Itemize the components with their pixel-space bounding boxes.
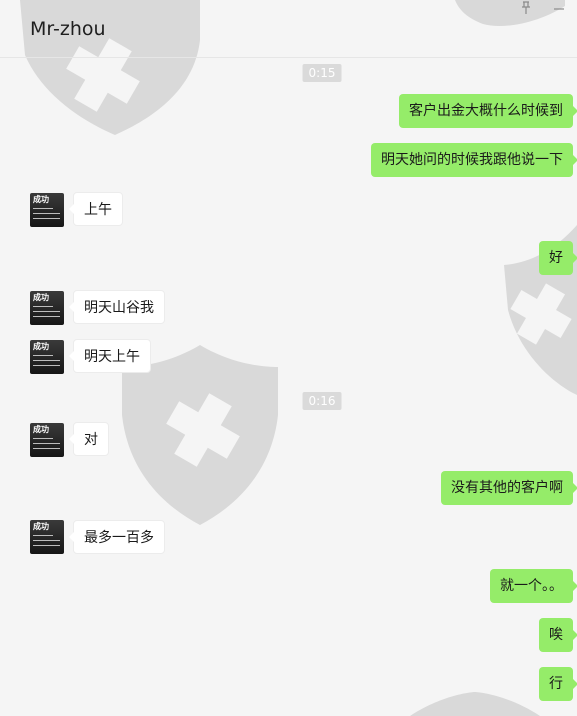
contact-avatar[interactable]: 成功 <box>30 520 64 554</box>
outgoing-message[interactable]: 就一个。。 <box>490 569 577 603</box>
avatar-caption: 成功 <box>33 342 49 351</box>
outgoing-message[interactable]: 没有其他的客户啊 <box>441 471 577 505</box>
contact-avatar[interactable]: 成功 <box>30 340 64 374</box>
avatar-caption: 成功 <box>33 195 49 204</box>
avatar-caption: 成功 <box>33 293 49 302</box>
timestamp-pill: 0:15 <box>302 64 342 82</box>
contact-avatar[interactable]: 成功 <box>30 193 64 227</box>
outgoing-message[interactable]: 唉 <box>539 618 577 652</box>
chat-header: Mr-zhou <box>0 0 577 58</box>
contact-avatar[interactable]: 成功 <box>30 291 64 325</box>
chat-title: Mr-zhou <box>30 18 106 40</box>
timestamp-pill: 0:16 <box>302 392 342 410</box>
incoming-message[interactable]: 最多一百多 <box>69 520 165 554</box>
avatar-caption: 成功 <box>33 522 49 531</box>
pin-icon[interactable] <box>518 1 534 15</box>
contact-avatar[interactable]: 成功 <box>30 423 64 457</box>
outgoing-message[interactable]: 客户出金大概什么时候到 <box>399 94 577 128</box>
outgoing-message[interactable]: 行 <box>539 667 577 701</box>
incoming-message[interactable]: 对 <box>69 422 109 456</box>
incoming-message[interactable]: 明天上午 <box>69 339 151 373</box>
outgoing-message[interactable]: 好 <box>539 241 577 275</box>
avatar-caption: 成功 <box>33 425 49 434</box>
incoming-message[interactable]: 明天山谷我 <box>69 290 165 324</box>
outgoing-message[interactable]: 明天她问的时候我跟他说一下 <box>371 143 577 177</box>
minimize-icon[interactable] <box>552 2 566 14</box>
incoming-message[interactable]: 上午 <box>69 192 123 226</box>
